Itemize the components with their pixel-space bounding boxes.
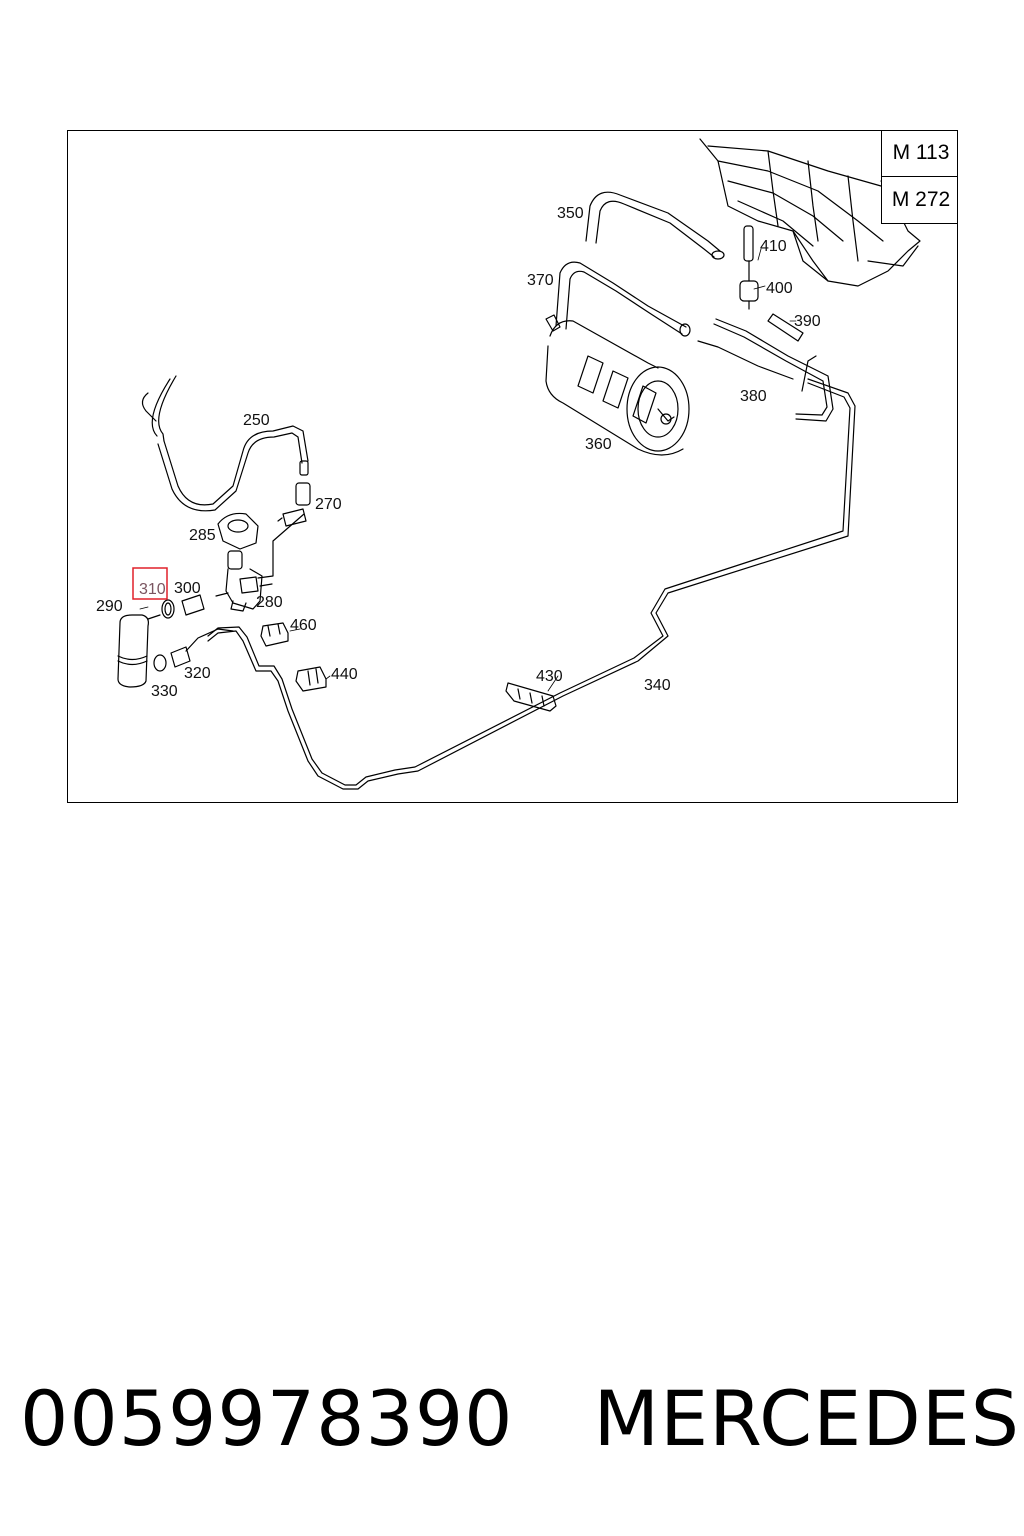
line-380 [697, 318, 834, 422]
label-270: 270 [315, 496, 342, 513]
engine-code-m113: M 113 [892, 141, 950, 164]
engine-code-table: M 113 M 272 [881, 131, 957, 224]
parts-diagram: 250 270 280 285 290 300 310 320 330 340 … [67, 130, 958, 803]
label-350: 350 [557, 205, 584, 222]
brand-name: MERCEDES [593, 1373, 1021, 1463]
canister-290 [117, 614, 149, 688]
line-340 [207, 378, 856, 790]
fittings-300-310 [147, 594, 205, 620]
part-number: 0059978390 [20, 1373, 514, 1463]
label-290: 290 [96, 598, 123, 615]
label-340: 340 [644, 677, 671, 694]
clip-460 [260, 622, 289, 647]
label-300: 300 [174, 580, 201, 597]
label-370: 370 [527, 272, 554, 289]
canister-360 [545, 314, 690, 456]
connector-270 [257, 482, 311, 579]
label-460: 460 [290, 617, 317, 634]
label-330: 330 [151, 683, 178, 700]
line-250 [141, 375, 309, 512]
leader-lines [139, 248, 797, 692]
label-430: 430 [536, 668, 563, 685]
clip-430 [505, 682, 557, 712]
hose-350 [585, 191, 725, 260]
label-390: 390 [794, 313, 821, 330]
label-285: 285 [189, 527, 216, 544]
label-250: 250 [243, 412, 270, 429]
caption: 0059978390 MERCEDES [20, 1368, 1019, 1468]
label-360: 360 [585, 436, 612, 453]
label-280: 280 [256, 594, 283, 611]
highlight-box-310 [132, 567, 168, 600]
hose-370 [555, 261, 691, 337]
diagram-drawing: 250 270 280 285 290 300 310 320 330 340 … [96, 138, 921, 790]
label-400: 400 [766, 280, 793, 297]
clip-440 [295, 666, 327, 692]
label-440: 440 [331, 666, 358, 683]
label-320: 320 [184, 665, 211, 682]
label-410: 410 [760, 238, 787, 255]
valve-280 [215, 550, 273, 612]
sensor-285 [217, 512, 259, 550]
engine-code-m272: M 272 [882, 176, 957, 223]
label-380: 380 [740, 388, 767, 405]
label-310: 310 [139, 581, 166, 598]
fittings-320-330 [153, 628, 234, 672]
parts-400-410-390 [739, 225, 804, 342]
